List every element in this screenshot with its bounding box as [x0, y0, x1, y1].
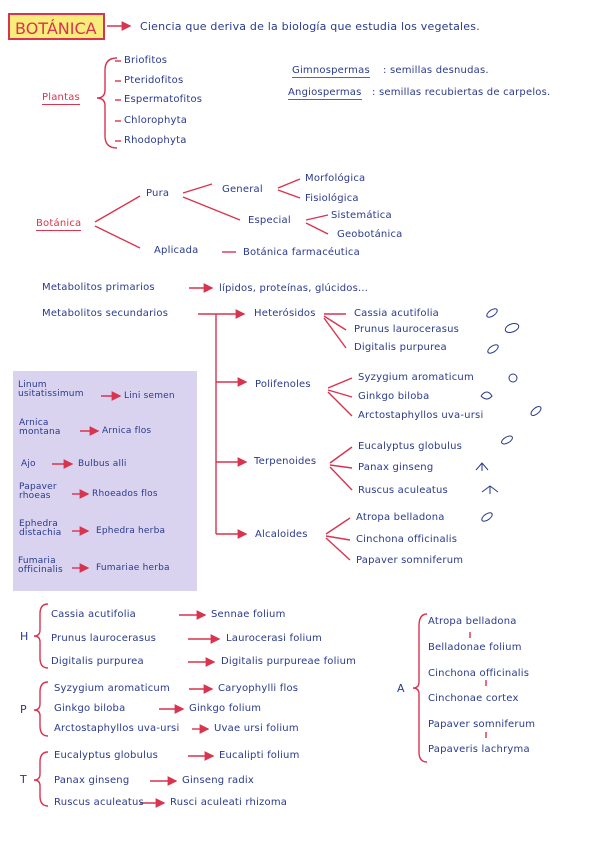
species-item: Ginkgo biloba — [358, 392, 429, 402]
drug-box-drug: Rhoeados flos — [92, 490, 158, 499]
group-terpenoides: Terpenoides — [254, 457, 316, 467]
summary-plant: Prunus laurocerasus — [51, 634, 156, 644]
title-highlight-box: BOTÁNICA — [8, 13, 105, 40]
species-item: Prunus laurocerasus — [354, 325, 459, 335]
summary-a-item: Atropa belladona — [428, 617, 517, 627]
summary-plant: Ginkgo biloba — [54, 704, 125, 714]
species-item: Ruscus aculeatus — [358, 486, 448, 496]
metabolitos-primarios-list: lípidos, proteínas, glúcidos... — [219, 284, 368, 294]
drug-box-plant: Papaver rhoeas — [19, 483, 69, 502]
species-item: Panax ginseng — [358, 463, 433, 473]
plantas-item: Briofitos — [124, 56, 167, 66]
botanica-farmaceutica: Botánica farmacéutica — [243, 248, 360, 258]
botanica-root-label: Botánica — [36, 219, 81, 231]
metabolitos-secundarios: Metabolitos secundarios — [42, 309, 168, 319]
drug-box-drug: Lini semen — [124, 392, 175, 401]
drug-box-plant: Ephedra distachia — [19, 520, 71, 539]
botanica-pura: Pura — [146, 189, 169, 199]
gimnospermas-definition: : semillas desnudas. — [383, 66, 489, 76]
plantas-label: Plantas — [42, 93, 80, 105]
summary-plant: Syzygium aromaticum — [54, 684, 170, 694]
drug-box-drug: Fumariae herba — [96, 564, 170, 573]
species-item: Cinchona officinalis — [356, 535, 457, 545]
plantas-item: Rhodophyta — [124, 136, 187, 146]
summary-drug: Laurocerasi folium — [226, 634, 322, 644]
drug-box-plant: Ajo — [21, 460, 36, 469]
botanica-aplicada: Aplicada — [154, 246, 198, 256]
summary-letter-p: P — [20, 704, 27, 715]
plantas-item: Espermatofitos — [124, 95, 202, 105]
summary-plant: Digitalis purpurea — [51, 657, 144, 667]
angiospermas-term: Angiospermas — [288, 88, 362, 100]
botanica-morfologica: Morfológica — [305, 174, 365, 184]
species-item: Arctostaphyllos uva-ursi — [358, 411, 483, 421]
botanica-especial: Especial — [248, 216, 291, 226]
summary-drug: Digitalis purpureae folium — [221, 657, 356, 667]
drug-box-drug: Arnica flos — [102, 427, 151, 436]
botanica-sistematica: Sistemática — [331, 211, 392, 221]
title-definition: Ciencia que deriva de la biología que es… — [140, 21, 480, 32]
gimnospermas-term: Gimnospermas — [292, 66, 370, 78]
group-polifenoles: Polifenoles — [255, 380, 311, 390]
species-item: Atropa belladona — [356, 513, 445, 523]
drug-box-drug: Bulbus alli — [78, 460, 127, 469]
summary-drug: Ginkgo folium — [189, 704, 261, 714]
summary-drug: Sennae folium — [211, 610, 286, 620]
group-alcaloides: Alcaloides — [255, 530, 308, 540]
botanica-fisiologica: Fisiológica — [305, 194, 359, 204]
summary-letter-t: T — [20, 774, 27, 785]
plantas-item: Chlorophyta — [124, 116, 187, 126]
botanica-general: General — [222, 185, 263, 195]
drug-box-plant: Arnica montana — [19, 419, 79, 438]
summary-a-item: Papaveris lachryma — [428, 745, 530, 755]
summary-drug: Ginseng radix — [182, 776, 254, 786]
summary-plant: Arctostaphyllos uva-ursi — [54, 724, 179, 734]
summary-plant: Cassia acutifolia — [51, 610, 136, 620]
summary-letter-h: H — [20, 631, 28, 642]
species-item: Syzygium aromaticum — [358, 373, 474, 383]
summary-a-item: Belladonae folium — [428, 643, 522, 653]
summary-drug: Caryophylli flos — [218, 684, 298, 694]
summary-drug: Eucalipti folium — [219, 751, 300, 761]
summary-plant: Panax ginseng — [54, 776, 129, 786]
summary-plant: Eucalyptus globulus — [54, 751, 158, 761]
summary-plant: Ruscus aculeatus — [54, 798, 144, 808]
drug-box-drug: Ephedra herba — [96, 527, 165, 536]
drug-box-plant: Fumaria officinalis — [18, 557, 70, 576]
summary-drug: Rusci aculeati rhizoma — [170, 798, 287, 808]
species-item: Eucalyptus globulus — [358, 442, 462, 452]
summary-drug: Uvae ursi folium — [214, 724, 299, 734]
summary-letter-a: A — [397, 683, 405, 694]
metabolitos-primarios: Metabolitos primarios — [42, 283, 155, 293]
summary-a-item: Cinchonae cortex — [428, 694, 519, 704]
summary-a-item: Cinchona officinalis — [428, 669, 529, 679]
species-item: Cassia acutifolia — [354, 309, 439, 319]
page-title: BOTÁNICA — [15, 19, 97, 38]
summary-a-item: Papaver somniferum — [428, 720, 535, 730]
group-heterosidos: Heterósidos — [254, 309, 316, 319]
drug-box-plant: Linum usitatissimum — [18, 381, 100, 400]
species-item: Digitalis purpurea — [354, 343, 447, 353]
species-item: Papaver somniferum — [356, 556, 463, 566]
plantas-item: Pteridofitos — [124, 76, 183, 86]
angiospermas-definition: : semillas recubiertas de carpelos. — [372, 88, 550, 98]
botanica-geobotanica: Geobotánica — [337, 230, 402, 240]
